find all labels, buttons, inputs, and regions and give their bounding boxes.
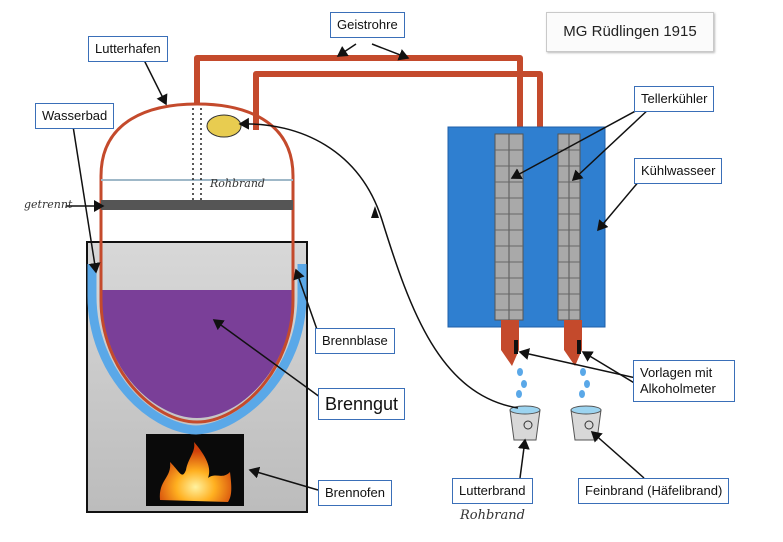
label-brennblase: Brennblase <box>315 328 395 354</box>
cooling-tank <box>447 126 606 328</box>
separation-plate <box>101 200 293 210</box>
label-vorlagen: Vorlagen mit Alkoholmeter <box>633 360 735 402</box>
recirculation-arrow <box>238 117 519 409</box>
handwritten-getrennt: getrennt <box>24 198 73 211</box>
label-lutterhafen: Lutterhafen <box>88 36 168 62</box>
cooler-left <box>494 133 524 321</box>
label-brenngut: Brenngut <box>318 388 406 420</box>
label-wasserbad: Wasserbad <box>35 103 115 129</box>
lutterhafen-oval <box>206 114 242 138</box>
handwritten-rohbrand-note: Rohbrand <box>456 507 529 524</box>
label-lutterbrand: Lutterbrand <box>452 478 533 504</box>
still-body <box>99 102 295 424</box>
bucket-left-icon <box>509 405 541 441</box>
label-geistrohre: Geistrohre <box>330 12 405 38</box>
collector-right <box>564 320 582 366</box>
collector-left <box>501 320 519 366</box>
handwritten-rohbrand-inside: Rohbrand <box>210 177 265 190</box>
label-brennofen: Brennofen <box>318 480 392 506</box>
label-feinbrand: Feinbrand (Häfelibrand) <box>578 478 730 504</box>
label-kuehlwasser: Kühlwasseer <box>634 158 723 184</box>
cooler-right <box>557 133 581 321</box>
mash <box>102 290 292 418</box>
diagram-title: MG Rüdlingen 1915 <box>546 12 714 52</box>
fire-icon <box>159 442 232 502</box>
water-bath <box>87 264 307 435</box>
label-tellerkuehler: Tellerkühler <box>634 86 715 112</box>
bucket-right-icon <box>570 405 602 441</box>
